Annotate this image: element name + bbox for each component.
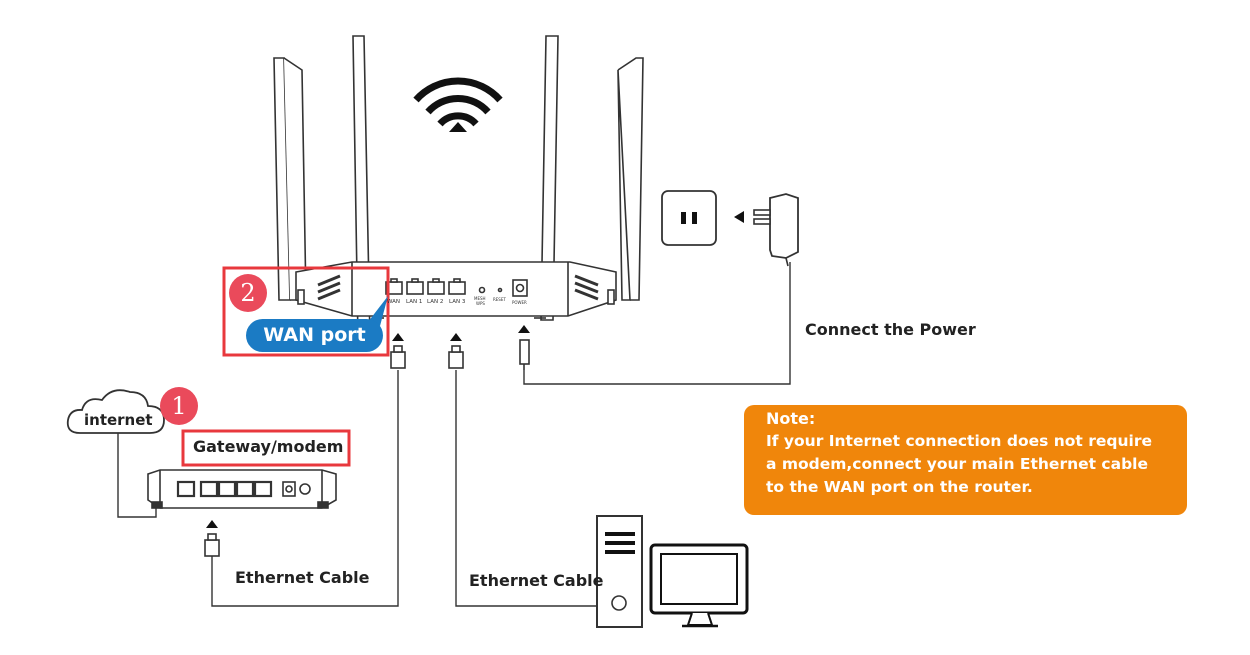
note-line-1: If your Internet connection does not req… <box>766 432 1152 450</box>
mesh-wps-button <box>478 286 486 294</box>
ethernet-cable-wan <box>204 333 406 607</box>
ethernet-plug-icon <box>448 345 464 369</box>
connect-power-label: Connect the Power <box>805 320 976 339</box>
reset-button <box>497 287 503 293</box>
port-label-mesh: MESH <box>474 296 486 301</box>
power-cable <box>518 262 791 385</box>
note-box <box>744 405 1187 515</box>
port-label-wps: WPS <box>476 301 485 306</box>
port-label-power: POWER <box>512 300 527 305</box>
power-adapter-icon <box>753 193 799 267</box>
gateway-modem-device <box>147 469 337 509</box>
router-port-wan <box>385 278 403 295</box>
step-1-badge: 1 <box>160 387 198 425</box>
desktop-tower-icon <box>596 515 643 628</box>
monitor-icon <box>649 543 749 628</box>
wan-highlight-box <box>222 266 390 357</box>
note-line-2: a modem,connect your main Ethernet cable <box>766 455 1149 473</box>
note-line-3: to the WAN port on the router. <box>766 478 1033 496</box>
ethernet-plug-icon <box>204 533 220 557</box>
port-label-lan1: LAN 1 <box>406 299 422 305</box>
antenna-right-inner <box>540 35 559 321</box>
note-title: Note: <box>766 409 816 428</box>
antenna-right-outer <box>617 57 644 301</box>
step-2-badge: 2 <box>229 274 267 312</box>
wifi-icon <box>413 77 503 127</box>
ethernet-cable-label-right: Ethernet Cable <box>469 571 604 590</box>
gateway-modem-label: Gateway/modem <box>193 437 344 456</box>
gateway-highlight-box <box>181 429 351 467</box>
port-label-wan: WAN <box>387 299 400 305</box>
router-port-lan3 <box>448 278 466 295</box>
wan-port-label: WAN port <box>246 319 383 352</box>
antenna-left-outer <box>273 57 307 301</box>
cloud-icon <box>66 389 165 434</box>
router-power-jack <box>512 279 528 297</box>
router-body <box>295 261 617 319</box>
port-label-lan3: LAN 3 <box>449 299 466 305</box>
port-label-reset: RESET <box>493 297 506 302</box>
ethernet-cable-lan <box>448 333 598 607</box>
router-port-lan2 <box>427 278 445 295</box>
ethernet-plug-icon <box>390 345 406 369</box>
port-label-lan2: LAN 2 <box>427 299 443 305</box>
router-port-lan1 <box>406 278 424 295</box>
wan-pointer <box>368 296 388 326</box>
power-outlet-icon <box>661 190 717 246</box>
ethernet-cable-label-left: Ethernet Cable <box>235 568 370 587</box>
internet-label: internet <box>84 411 153 429</box>
